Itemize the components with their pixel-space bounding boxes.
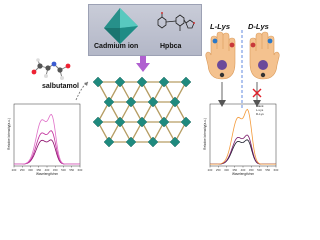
mof-node — [92, 76, 104, 88]
mof-node — [169, 96, 181, 108]
x-tick-label: 250 — [20, 168, 25, 172]
cadmium-ion-label: Cadmium ion — [94, 43, 139, 50]
right-hand-icon — [249, 31, 280, 80]
d-lys-label: D-Lys — [248, 22, 269, 31]
right-chart-xlabel: Wavelength/nm — [232, 172, 255, 176]
mof-node — [169, 136, 181, 148]
x-tick-label: 350 — [36, 168, 41, 172]
x-tick-label: 500 — [257, 168, 262, 172]
right-legend-blank: Blank — [256, 104, 264, 108]
mof-node — [136, 76, 148, 88]
emission-curve — [14, 113, 80, 165]
x-tick-label: 300 — [224, 168, 229, 172]
down-arrow-icon — [136, 56, 150, 72]
d-lys-arrow-icon — [253, 82, 261, 107]
x-tick-label: 300 — [28, 168, 33, 172]
mof-node — [180, 76, 192, 88]
hpbca-label: Hpbca — [160, 43, 182, 50]
cadmium-octahedron-icon — [104, 8, 138, 44]
mof-node — [125, 96, 137, 108]
x-tick-label: 350 — [232, 168, 237, 172]
mof-node — [147, 96, 159, 108]
right-chart-ylabel: Relative Intensity(a.u.) — [203, 118, 207, 150]
hpbca-structure-icon — [157, 12, 195, 31]
left-chart-xlabel: Wavelength/nm — [36, 172, 59, 176]
mof-framework — [92, 76, 192, 148]
x-tick-label: 400 — [45, 168, 50, 172]
mof-node — [114, 116, 126, 128]
x-tick-label: 550 — [265, 168, 270, 172]
right-legend-l-lys: L-Lys — [256, 108, 264, 112]
x-tick-label: 550 — [69, 168, 74, 172]
mof-node — [92, 116, 104, 128]
mof-node — [136, 116, 148, 128]
left-hand-icon — [205, 31, 236, 80]
l-lys-label: L-Lys — [210, 22, 231, 31]
mof-node — [158, 76, 170, 88]
x-tick-label: 200 — [12, 168, 17, 172]
blocked-cross-icon — [252, 88, 262, 98]
x-tick-label: 250 — [216, 168, 221, 172]
x-tick-label: 200 — [208, 168, 213, 172]
x-tick-label: 400 — [241, 168, 246, 172]
x-tick-label: 450 — [249, 168, 254, 172]
mof-node — [147, 136, 159, 148]
mof-node — [103, 136, 115, 148]
mof-node — [125, 136, 137, 148]
right-legend-d-lys: D-Lys — [256, 112, 264, 116]
mof-node — [103, 96, 115, 108]
mirror-divider — [241, 30, 243, 110]
left-chart-ylabel: Relative Intensity(a.u.) — [7, 118, 11, 150]
salbutamol-molecule-icon — [31, 58, 71, 80]
mof-node — [158, 116, 170, 128]
x-tick-label: 450 — [53, 168, 58, 172]
x-tick-label: 500 — [61, 168, 66, 172]
mof-node — [180, 116, 192, 128]
mof-node — [114, 76, 126, 88]
l-lys-arrow-icon — [218, 82, 226, 107]
x-tick-label: 600 — [78, 168, 83, 172]
x-tick-label: 600 — [274, 168, 279, 172]
salbutamol-label: salbutamol — [42, 83, 79, 90]
dashed-arrow-icon — [75, 81, 89, 101]
emission-curve — [210, 108, 276, 165]
